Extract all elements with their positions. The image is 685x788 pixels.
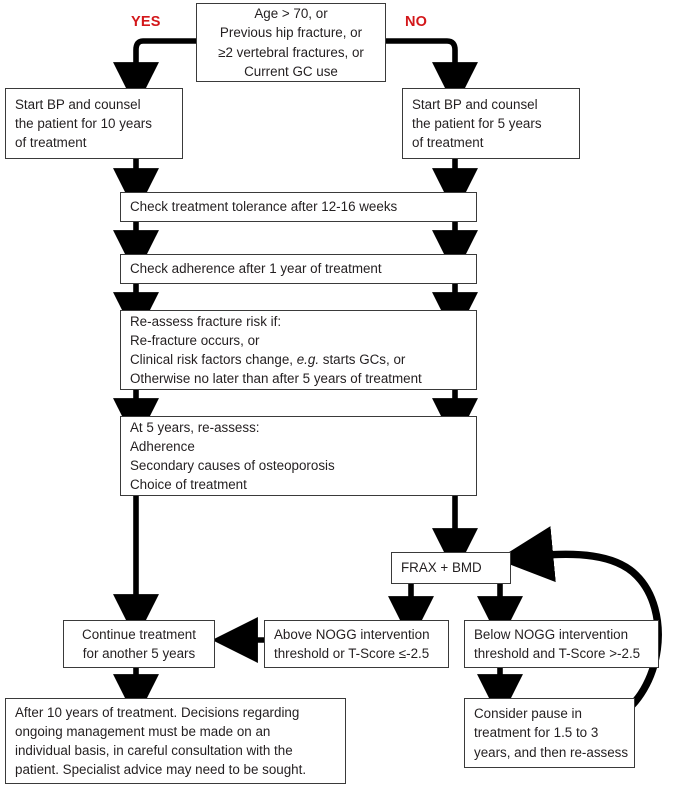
branch-label-no: NO	[405, 14, 428, 30]
reassess-line-3: Clinical risk factors change, e.g. start…	[130, 352, 406, 367]
connector-yes	[113, 38, 196, 108]
criteria-line-2: Previous hip fracture, or	[219, 25, 363, 41]
criteria-line-4: Current GC use	[244, 63, 338, 79]
node-start-bp-10-years[interactable]: Start BP and counsel the patient for 10 …	[5, 88, 183, 159]
reassess-line-2: Re-fracture occurs, or	[130, 332, 260, 348]
pause-line-3: years, and then re-assess	[474, 744, 629, 760]
node-after-10-years[interactable]: After 10 years of treatment. Decisions r…	[5, 698, 346, 784]
node-consider-pause[interactable]: Consider pause in treatment for 1.5 to 3…	[464, 698, 635, 768]
after10-line-2: ongoing management must be made on an	[15, 723, 271, 739]
start5-line-3: of treatment	[412, 135, 484, 151]
node-criteria[interactable]: Age > 70, or Previous hip fracture, or ≥…	[196, 3, 386, 82]
criteria-line-1: Age > 70, or	[254, 6, 328, 22]
node-start-bp-5-years[interactable]: Start BP and counsel the patient for 5 y…	[402, 88, 580, 159]
start5-line-1: Start BP and counsel	[412, 96, 538, 112]
reassess-line-4: Otherwise no later than after 5 years of…	[130, 371, 422, 387]
node-above-nogg[interactable]: Above NOGG intervention threshold or T-S…	[264, 620, 449, 668]
pause-line-1: Consider pause in	[474, 706, 582, 722]
continue-line-1: Continue treatment	[82, 626, 196, 642]
node-continue-treatment[interactable]: Continue treatment for another 5 years	[63, 620, 215, 668]
after10-line-3: individual basis, in careful consultatio…	[15, 743, 293, 758]
adherence-line-1: Check adherence after 1 year of treatmen…	[130, 261, 382, 277]
continue-line-2: for another 5 years	[82, 646, 196, 661]
below-nogg-line-1: Below NOGG intervention	[474, 626, 629, 642]
node-at-5-years-reassess[interactable]: At 5 years, re-assess: Adherence Seconda…	[120, 416, 477, 496]
after10-line-4: patient. Specialist advice may need to b…	[15, 762, 307, 778]
node-below-nogg[interactable]: Below NOGG intervention threshold and T-…	[464, 620, 659, 668]
connector-no	[386, 38, 478, 108]
at5-line-3: Secondary causes of osteoporosis	[130, 458, 335, 473]
start10-line-1: Start BP and counsel	[15, 96, 141, 112]
criteria-line-3: ≥2 vertebral fractures, or	[218, 44, 364, 60]
node-frax-bmd[interactable]: FRAX + BMD	[391, 552, 511, 584]
above-nogg-line-1: Above NOGG intervention	[274, 626, 430, 642]
frax-line-1: FRAX + BMD	[401, 560, 482, 576]
node-reassess-fracture-risk[interactable]: Re-assess fracture risk if: Re-fracture …	[120, 310, 477, 390]
start10-line-3: of treatment	[15, 135, 87, 151]
branch-label-yes: YES	[131, 14, 161, 30]
after10-line-1: After 10 years of treatment. Decisions r…	[15, 704, 300, 720]
above-nogg-line-2: threshold or T-Score ≤-2.5	[274, 646, 430, 661]
start10-line-2: the patient for 10 years	[15, 115, 152, 131]
node-check-adherence[interactable]: Check adherence after 1 year of treatmen…	[120, 254, 477, 284]
at5-line-4: Choice of treatment	[130, 477, 247, 493]
pause-line-2: treatment for 1.5 to 3	[474, 725, 599, 741]
reassess-line-1: Re-assess fracture risk if:	[130, 313, 282, 329]
at5-line-1: At 5 years, re-assess:	[130, 419, 260, 435]
node-check-tolerance[interactable]: Check treatment tolerance after 12-16 we…	[120, 192, 477, 222]
below-nogg-line-2: threshold and T-Score >-2.5	[474, 646, 641, 661]
tolerance-line-1: Check treatment tolerance after 12-16 we…	[130, 199, 398, 215]
at5-line-2: Adherence	[130, 438, 195, 454]
start5-line-2: the patient for 5 years	[412, 115, 542, 131]
eg-italic: e.g.	[296, 352, 320, 367]
